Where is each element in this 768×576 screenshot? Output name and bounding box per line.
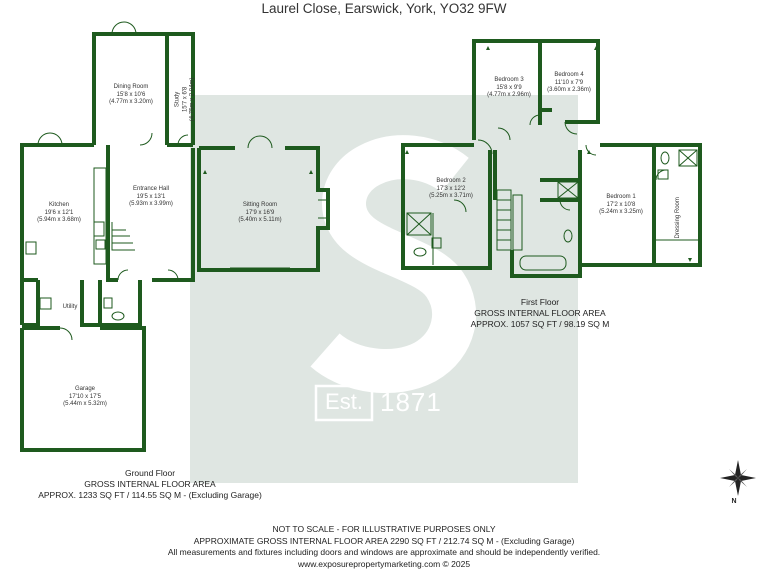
first-floor-caption: First Floor GROSS INTERNAL FLOOR AREA AP… — [440, 297, 640, 330]
ground-floor-label: Ground Floor — [124, 468, 176, 478]
first-floor-area-value: APPROX. 1057 SQ FT / 98.19 SQ M — [470, 319, 610, 329]
ground-floor-area-value: APPROX. 1233 SQ FT / 114.55 SQ M - (Excl… — [38, 490, 262, 500]
room-label-utility: Utility — [62, 304, 78, 310]
watermark-year-label: 1871 — [380, 387, 442, 417]
first-floor-label: First Floor — [520, 297, 560, 307]
ground-floor-walls — [20, 32, 330, 452]
footer-total-area: APPROXIMATE GROSS INTERNAL FLOOR AREA 22… — [193, 535, 575, 546]
compass-icon — [720, 460, 756, 496]
first-floor-area-label: GROSS INTERNAL FLOOR AREA — [474, 308, 606, 318]
room-label-dressing: Dressing Room — [675, 197, 682, 239]
room-arrows — [203, 46, 692, 262]
ground-floor-caption: Ground Floor GROSS INTERNAL FLOOR AREA A… — [20, 468, 280, 501]
compass-north-label: N — [731, 498, 737, 505]
footer-measurements-note: All measurements and fixtures including … — [167, 547, 601, 557]
ground-floor-area-label: GROSS INTERNAL FLOOR AREA — [84, 479, 216, 489]
first-floor-details — [406, 41, 698, 271]
page-title: Laurel Close, Earswick, York, YO32 9FW — [261, 1, 507, 16]
footer: NOT TO SCALE - FOR ILLUSTRATIVE PURPOSES… — [0, 524, 768, 570]
first-floor-walls — [401, 39, 702, 278]
watermark-est-box — [314, 384, 374, 422]
watermark-s-mark — [310, 135, 477, 394]
footer-disclaimer: NOT TO SCALE - FOR ILLUSTRATIVE PURPOSES… — [272, 524, 496, 534]
footer-website: www.exposurepropertymarketing.com © 2025 — [297, 558, 471, 569]
watermark-est-label: Est. — [325, 389, 363, 414]
ground-floor-details — [22, 21, 326, 420]
